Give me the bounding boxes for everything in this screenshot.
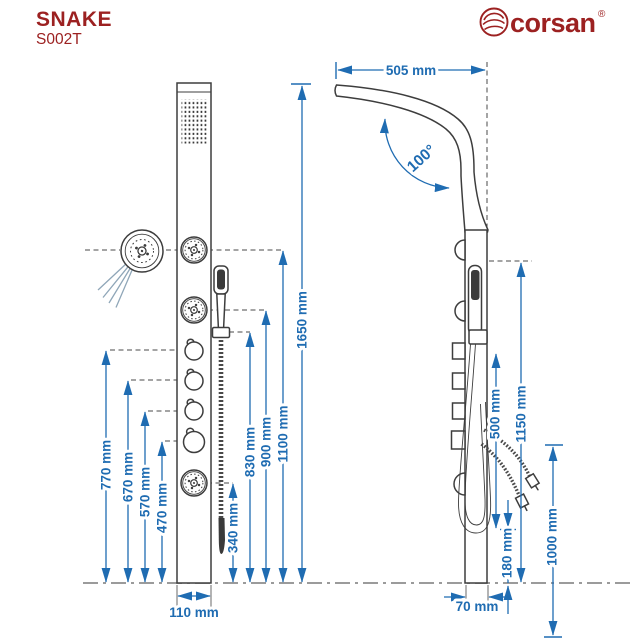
massage-jet-top	[180, 236, 208, 264]
dim-label-180: 180 mm	[500, 528, 515, 578]
brand-logo: corsan ®	[479, 7, 606, 38]
dim-70-extension-lines	[465, 585, 489, 606]
registered-trademark-symbol: ®	[598, 9, 606, 20]
dim-label-470: 470 mm	[155, 483, 170, 533]
dim-label-670: 670 mm	[121, 452, 136, 502]
dim-label-500: 500 mm	[488, 389, 503, 439]
dim-label-110: 110 mm	[169, 605, 219, 620]
massage-jet-middle	[180, 296, 208, 324]
panel-body-front	[176, 82, 212, 584]
hand-shower-holder-front	[211, 326, 231, 339]
dim-label-1150: 1150 mm	[514, 385, 529, 442]
dim-label-900: 900 mm	[259, 417, 274, 467]
product-name: SNAKE	[36, 8, 112, 31]
hose-end-tip	[218, 518, 225, 554]
side-view	[334, 84, 541, 584]
dim-label-340: 340 mm	[226, 503, 241, 553]
dim-label-770: 770 mm	[99, 440, 114, 490]
massage-jet-bottom	[180, 469, 208, 497]
hand-shower-hose-side	[458, 343, 492, 534]
hand-shower-holder-side	[468, 329, 488, 345]
product-code: S002T	[36, 31, 82, 48]
jet-spray-detail	[97, 229, 164, 308]
wave-logo-icon	[479, 7, 509, 37]
dimension-labels: 770 mm 670 mm 570 mm 470 mm 340 mm 830 m…	[96, 60, 563, 623]
spray-lines	[97, 262, 134, 308]
front-view	[97, 82, 231, 584]
hand-shower-side	[467, 264, 488, 345]
hand-shower-front	[211, 265, 231, 554]
dim-1000-ticks	[544, 444, 563, 638]
shower-head-perforation	[181, 99, 208, 144]
dim-label-830: 830 mm	[243, 427, 258, 477]
jet-bump-middle	[454, 300, 466, 322]
dim-label-505: 505 mm	[386, 63, 436, 78]
dim-angle-arc	[379, 118, 450, 193]
header: SNAKE S002T	[36, 8, 112, 48]
dim-label-570: 570 mm	[138, 467, 153, 517]
dim-label-70: 70 mm	[456, 599, 499, 614]
dim-label-1650: 1650 mm	[295, 291, 310, 349]
dim-label-angle: 100°	[404, 142, 439, 176]
brand-name: corsan	[510, 8, 596, 38]
jet-bump-top	[454, 239, 466, 261]
control-knobs-front	[182, 338, 206, 454]
reference-leader-lines	[85, 62, 532, 484]
dim-110-extension-lines	[176, 585, 212, 607]
dimension-lines	[101, 62, 563, 638]
dim-label-1000: 1000 mm	[545, 508, 560, 566]
dim-label-1100: 1100 mm	[276, 405, 291, 462]
